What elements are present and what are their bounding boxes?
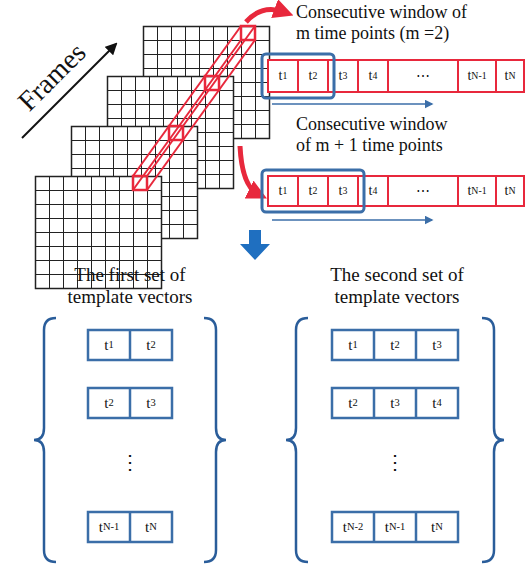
time-cell: t4 [358,176,388,206]
time-cell: t3 [328,60,358,92]
time-cell: tN [496,60,524,92]
vector-cell: t4 [416,388,458,418]
red-arrow [246,10,284,22]
vector-cell: t3 [374,388,416,418]
timeline [268,176,524,206]
time-cell: t1 [268,176,298,206]
vector-cell: tN [416,512,458,542]
down-arrow [240,230,270,260]
vector-cell: t3 [416,330,458,360]
vector-cell: t2 [332,388,374,418]
vector-cell: tN-1 [374,512,416,542]
time-cell: tN-1 [458,176,496,206]
vector-cell: tN-2 [332,512,374,542]
timeline [268,60,524,92]
pixel-prism [133,26,255,190]
ellipsis: ⋮ [88,444,172,480]
vector-cell: t2 [130,330,172,360]
frames-label: Frames [13,38,91,116]
set-heading: The second set of template vectors [292,264,502,308]
vector-cell: t2 [88,388,130,418]
time-cell: tN [496,176,524,206]
vector-cell: t1 [88,330,130,360]
set-heading: The first set of template vectors [30,264,230,308]
vector-cell: t2 [374,330,416,360]
time-cell: t1 [268,60,298,92]
red-arrow [240,146,258,194]
time-cell: t2 [298,60,328,92]
time-cell: t4 [358,60,388,92]
brace [34,318,504,562]
vector-cell: t3 [130,388,172,418]
time-cell: ⋯ [388,176,458,206]
vector-cell: tN [130,512,172,542]
vector-box [88,330,458,542]
time-cell: ⋯ [388,60,458,92]
slide-arrow [272,219,432,221]
time-cell: t3 [328,176,358,206]
window-label: Consecutive window of m + 1 time points [296,114,522,155]
slide-arrow [272,103,432,105]
window-box [262,170,364,212]
vector-cell: t1 [332,330,374,360]
ellipsis: ⋮ [332,444,458,480]
vector-cell: tN-1 [88,512,130,542]
window-label: Consecutive window of m time points (m =… [296,2,522,43]
window-box [262,54,334,98]
time-cell: t2 [298,176,328,206]
time-cell: tN-1 [458,60,496,92]
